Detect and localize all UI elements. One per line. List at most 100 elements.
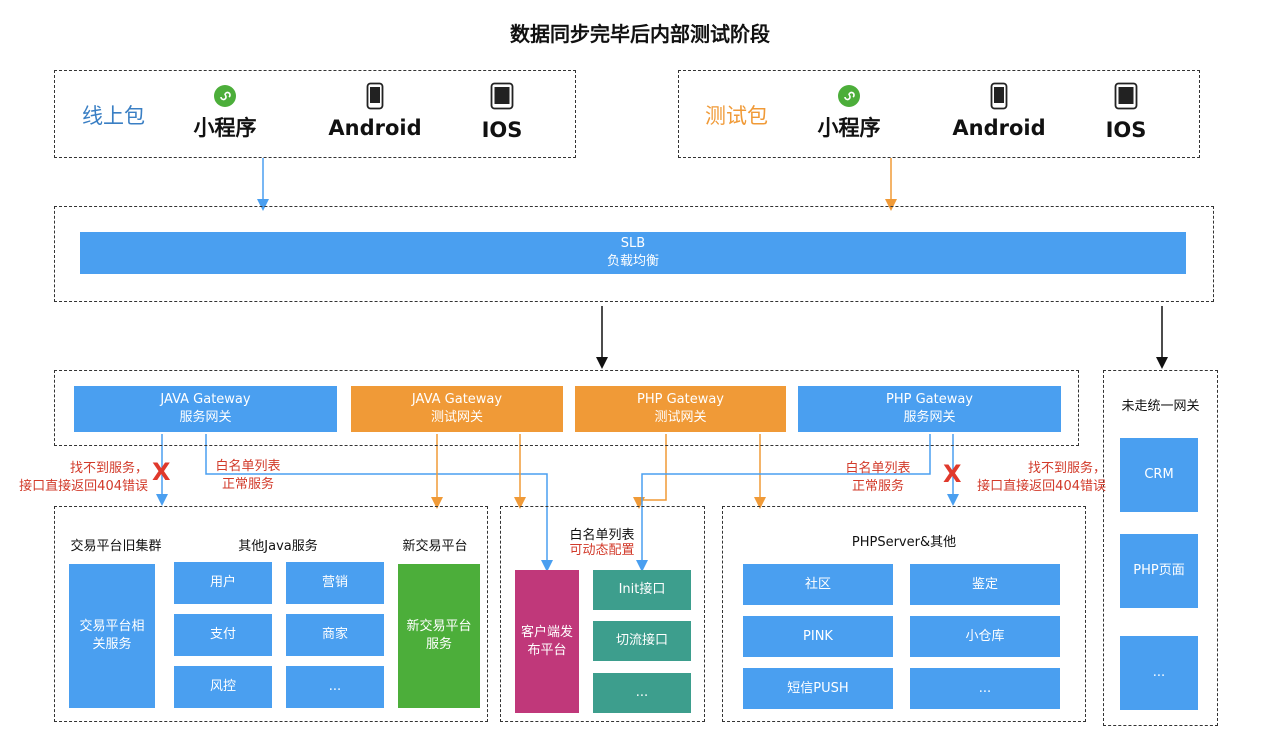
service-label: ... (328, 679, 342, 694)
box-line: 布平台 (527, 642, 567, 658)
switch-api-box: 切流接口 (593, 621, 691, 661)
slb-box: SLB 负载均衡 (80, 232, 1186, 274)
note-line: 白名单列表 (845, 461, 911, 476)
crm-box: CRM (1120, 438, 1198, 512)
java-service-more: ... (286, 666, 384, 708)
phone-icon (990, 82, 1008, 110)
unified-bypass-title: 未走统一网关 (1121, 399, 1200, 414)
gateway-line2: 服务网关 (179, 410, 232, 425)
box-line: 服务 (425, 637, 452, 652)
service-label: 营销 (321, 575, 348, 590)
test-client-miniprogram: 小程序 (817, 116, 881, 140)
note-line: 找不到服务， (1027, 461, 1106, 476)
miniprogram-icon (214, 85, 236, 107)
whitelist-more-box: ... (593, 673, 691, 713)
whitelist-group (500, 506, 705, 722)
whitelist-title: 白名单列表 (569, 528, 635, 543)
whitelist-subtitle: 可动态配置 (569, 543, 635, 558)
php-service-pink: PINK (743, 616, 893, 657)
java-service-user: 用户 (174, 562, 272, 604)
service-label: 支付 (209, 627, 236, 642)
service-label: PINK (803, 628, 833, 644)
java-service-gateway: JAVA Gateway 服务网关 (74, 386, 337, 432)
note-line: 接口直接返回404错误 (19, 479, 148, 494)
page-title: 数据同步完毕后内部测试阶段 (510, 22, 770, 46)
gateway-line1: JAVA Gateway (160, 392, 251, 407)
java-service-merchant: 商家 (286, 614, 384, 656)
test-client-ios: IOS (1105, 118, 1147, 142)
box-line: 新交易平台 (406, 619, 472, 634)
not-found-left-note: 找不到服务， 接口直接返回404错误 (0, 460, 148, 496)
slb-line1: SLB (620, 236, 646, 251)
php-services-group (722, 506, 1086, 722)
online-package-group (54, 70, 576, 158)
test-package-label: 测试包 (705, 104, 768, 128)
java-service-risk: 风控 (174, 666, 272, 708)
online-client-android: Android (328, 116, 422, 140)
unified-more-label: ... (1152, 665, 1166, 680)
gateway-line2: 测试网关 (654, 410, 707, 425)
service-label: 小仓库 (965, 628, 1005, 644)
new-platform-box: 新交易平台 服务 (398, 564, 480, 708)
arrow-php-gw-whitelist (636, 434, 931, 572)
online-package-label: 线上包 (82, 104, 145, 128)
box-line: 关服务 (92, 637, 132, 652)
note-line: 正常服务 (851, 479, 904, 494)
gateway-group (54, 370, 1079, 446)
gateway-line1: PHP Gateway (885, 392, 973, 407)
whitelist-left-note: 白名单列表 正常服务 (208, 458, 288, 494)
java-service-marketing: 营销 (286, 562, 384, 604)
php-service-more: ... (910, 668, 1060, 709)
note-line: 找不到服务， (69, 461, 148, 476)
new-platform-title: 新交易平台 (402, 539, 468, 554)
gateway-line2: 服务网关 (903, 410, 956, 425)
service-label: ... (978, 680, 992, 696)
php-page-label: PHP页面 (1133, 563, 1185, 578)
online-client-ios: IOS (481, 118, 523, 142)
service-label: 风控 (209, 679, 236, 694)
slb-group (54, 206, 1214, 302)
java-services-group (54, 506, 488, 722)
test-client-android: Android (952, 116, 1046, 140)
note-line: 接口直接返回404错误 (977, 479, 1106, 494)
blocked-x-left: X (152, 458, 171, 486)
crm-label: CRM (1144, 467, 1174, 482)
gateway-line1: JAVA Gateway (411, 392, 503, 407)
service-label: ... (635, 685, 649, 700)
box-line: 交易平台相 (79, 619, 145, 634)
note-line: 白名单列表 (215, 459, 281, 474)
note-line: 正常服务 (221, 477, 274, 492)
tablet-icon (1114, 82, 1138, 110)
php-service-sms-push: 短信PUSH (743, 668, 893, 709)
arrow-java-gw-whitelist (205, 434, 553, 572)
php-service-gateway: PHP Gateway 服务网关 (798, 386, 1061, 432)
java-service-payment: 支付 (174, 614, 272, 656)
gateway-line1: PHP Gateway (636, 392, 724, 407)
unified-more-box: ... (1120, 636, 1198, 710)
slb-line2: 负载均衡 (606, 254, 659, 269)
whitelist-right-note: 白名单列表 正常服务 (838, 460, 918, 496)
old-cluster-title: 交易平台旧集群 (70, 539, 162, 554)
blocked-x-right: X (943, 460, 962, 488)
php-service-warehouse: 小仓库 (910, 616, 1060, 657)
service-label: 短信PUSH (787, 680, 849, 696)
php-service-community: 社区 (743, 564, 893, 605)
online-client-miniprogram: 小程序 (193, 116, 257, 140)
tablet-icon (490, 82, 514, 110)
arrow-php-test-1 (633, 434, 667, 509)
service-label: 用户 (209, 575, 236, 590)
php-group-title: PHPServer&其他 (851, 535, 957, 550)
miniprogram-icon (838, 85, 860, 107)
phone-icon (366, 82, 384, 110)
service-label: 社区 (804, 576, 831, 592)
test-package-group (678, 70, 1200, 158)
service-label: Init接口 (618, 582, 666, 597)
box-line: 客户端发 (520, 624, 573, 640)
service-label: 切流接口 (615, 633, 668, 648)
client-publish-platform: 客户端发 布平台 (515, 570, 579, 713)
other-java-title: 其他Java服务 (238, 539, 318, 554)
unified-bypass-group (1103, 370, 1218, 726)
not-found-right-note: 找不到服务， 接口直接返回404错误 (966, 460, 1106, 496)
service-label: 鉴定 (971, 576, 998, 592)
init-api-box: Init接口 (593, 570, 691, 610)
